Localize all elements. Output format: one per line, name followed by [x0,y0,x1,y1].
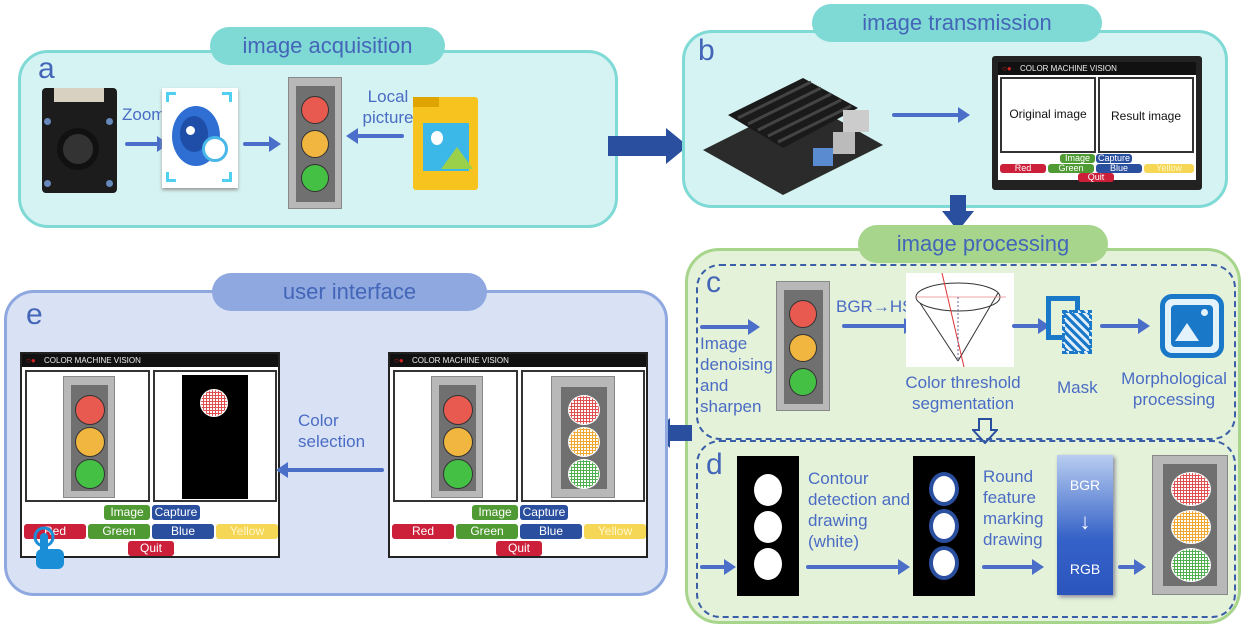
down-arrow-icon: ↓ [1079,509,1091,534]
color-selection-label: Color selection [298,411,366,451]
capture-button[interactable]: Capture [152,505,200,520]
marked-contour-image [913,456,975,596]
zoom-label: Zoom [122,105,166,124]
morphological-image-icon [1160,294,1224,358]
zoom-eye-icon [162,88,238,188]
panel-processing-title: image processing [858,225,1108,263]
mask-icon [1046,296,1096,356]
arrow-right [806,559,910,575]
image-button[interactable]: Image [472,505,518,520]
bgr-text: BGR [1069,477,1101,493]
quit-button[interactable]: Quit [496,541,542,556]
original-image-pane [393,370,518,502]
blue-button[interactable]: Blue [152,524,214,539]
arrow-right [700,559,736,575]
arrow-right [982,559,1044,575]
bgr-to-rgb-block: BGR ↓ RGB [1057,455,1113,595]
morphological-label: Morphological processing [1121,369,1227,409]
arrow-right [125,136,169,152]
color-threshold-label: Color threshold segmentation [905,373,1021,413]
result-traffic-light-image [1152,455,1228,595]
app-window-preview: ○● COLOR MACHINE VISION Original image Re… [996,60,1198,182]
flow-arrow-a-to-b [608,128,688,164]
app-window-red-selected: ○●COLOR MACHINE VISION Image Capture Red… [20,352,280,558]
window-title: COLOR MACHINE VISION [412,356,509,365]
arrow-right [1118,559,1146,575]
panel-c-letter: c [706,266,721,299]
section-d-box [696,440,1236,618]
arrow-right [892,107,970,123]
panel-e-title: user interface [212,273,487,311]
panel-d-letter: d [706,448,723,481]
yellow-button[interactable]: Yellow [584,524,646,539]
panel-a-title: image acquisition [210,27,445,65]
rgb-text: RGB [1069,561,1101,577]
local-picture-label: Local picture [362,87,414,127]
arrow-right [700,319,760,335]
blue-button[interactable]: Blue [1096,164,1142,173]
camera-module-icon [42,88,117,193]
capture-button[interactable]: Capture [520,505,568,520]
result-image-pane [153,370,277,502]
green-button[interactable]: Green [456,524,518,539]
contour-label: Contour detection and drawing (white) [808,469,911,551]
result-image-pane: Result image [1098,77,1194,153]
window-title: COLOR MACHINE VISION [1020,64,1117,73]
bgr-hsv-label: BGR→HSV [836,297,925,316]
green-button[interactable]: Green [88,524,150,539]
app-window-all-colors: ○● COLOR MACHINE VISION Image Capture Red… [388,352,648,558]
yellow-button[interactable]: Yellow [1144,164,1194,173]
mask-label: Mask [1057,378,1098,397]
quit-button[interactable]: Quit [1078,173,1114,182]
arrow-right [1012,318,1050,334]
flow-arrow-b-to-c [942,195,974,231]
quit-button[interactable]: Quit [128,541,174,556]
result-image-pane [521,370,645,502]
hollow-arrow-down-icon [972,418,998,444]
arrow-left [346,128,404,144]
result-image-label: Result image [1110,109,1182,123]
panel-a-letter: a [38,52,55,85]
window-title: COLOR MACHINE VISION [44,356,141,365]
green-button[interactable]: Green [1048,164,1094,173]
traffic-light-image [288,77,342,209]
original-image-label: Original image [1009,107,1087,121]
arrow-right [842,318,916,334]
yellow-button[interactable]: Yellow [216,524,278,539]
window-controls-icon: ○● [1002,64,1012,73]
binary-mask-image [737,456,799,596]
panel-e-letter: e [26,298,43,331]
window-controls-icon: ○● [394,356,404,365]
original-image-pane: Original image [1000,77,1096,153]
original-image-pane [25,370,150,502]
blue-button[interactable]: Blue [520,524,582,539]
panel-b-letter: b [698,34,715,67]
jetson-board-icon [693,60,888,195]
denoise-label: Image denoising and sharpen [700,334,773,416]
hand-pointer-icon [33,526,64,569]
section-c-box [696,264,1236,440]
red-button[interactable]: Red [1000,164,1046,173]
window-titlebar: ○● COLOR MACHINE VISION [390,354,646,367]
window-controls-icon: ○● [26,356,36,365]
capture-button[interactable]: Capture [1096,153,1132,163]
arrow-left [276,462,384,478]
window-titlebar: ○● COLOR MACHINE VISION [998,62,1196,75]
panel-b-title: image transmission [812,4,1102,42]
folder-picture-icon [413,97,478,190]
traffic-light-image [776,281,830,411]
image-button[interactable]: Image [104,505,150,520]
arrow-right [1100,318,1150,334]
hsv-cone-diagram [906,272,1014,368]
round-feature-label: Round feature marking drawing [983,467,1044,549]
window-titlebar: ○● COLOR MACHINE VISION [22,354,278,367]
image-button[interactable]: Image [1060,154,1095,163]
red-button[interactable]: Red [392,524,454,539]
arrow-right [243,136,281,152]
